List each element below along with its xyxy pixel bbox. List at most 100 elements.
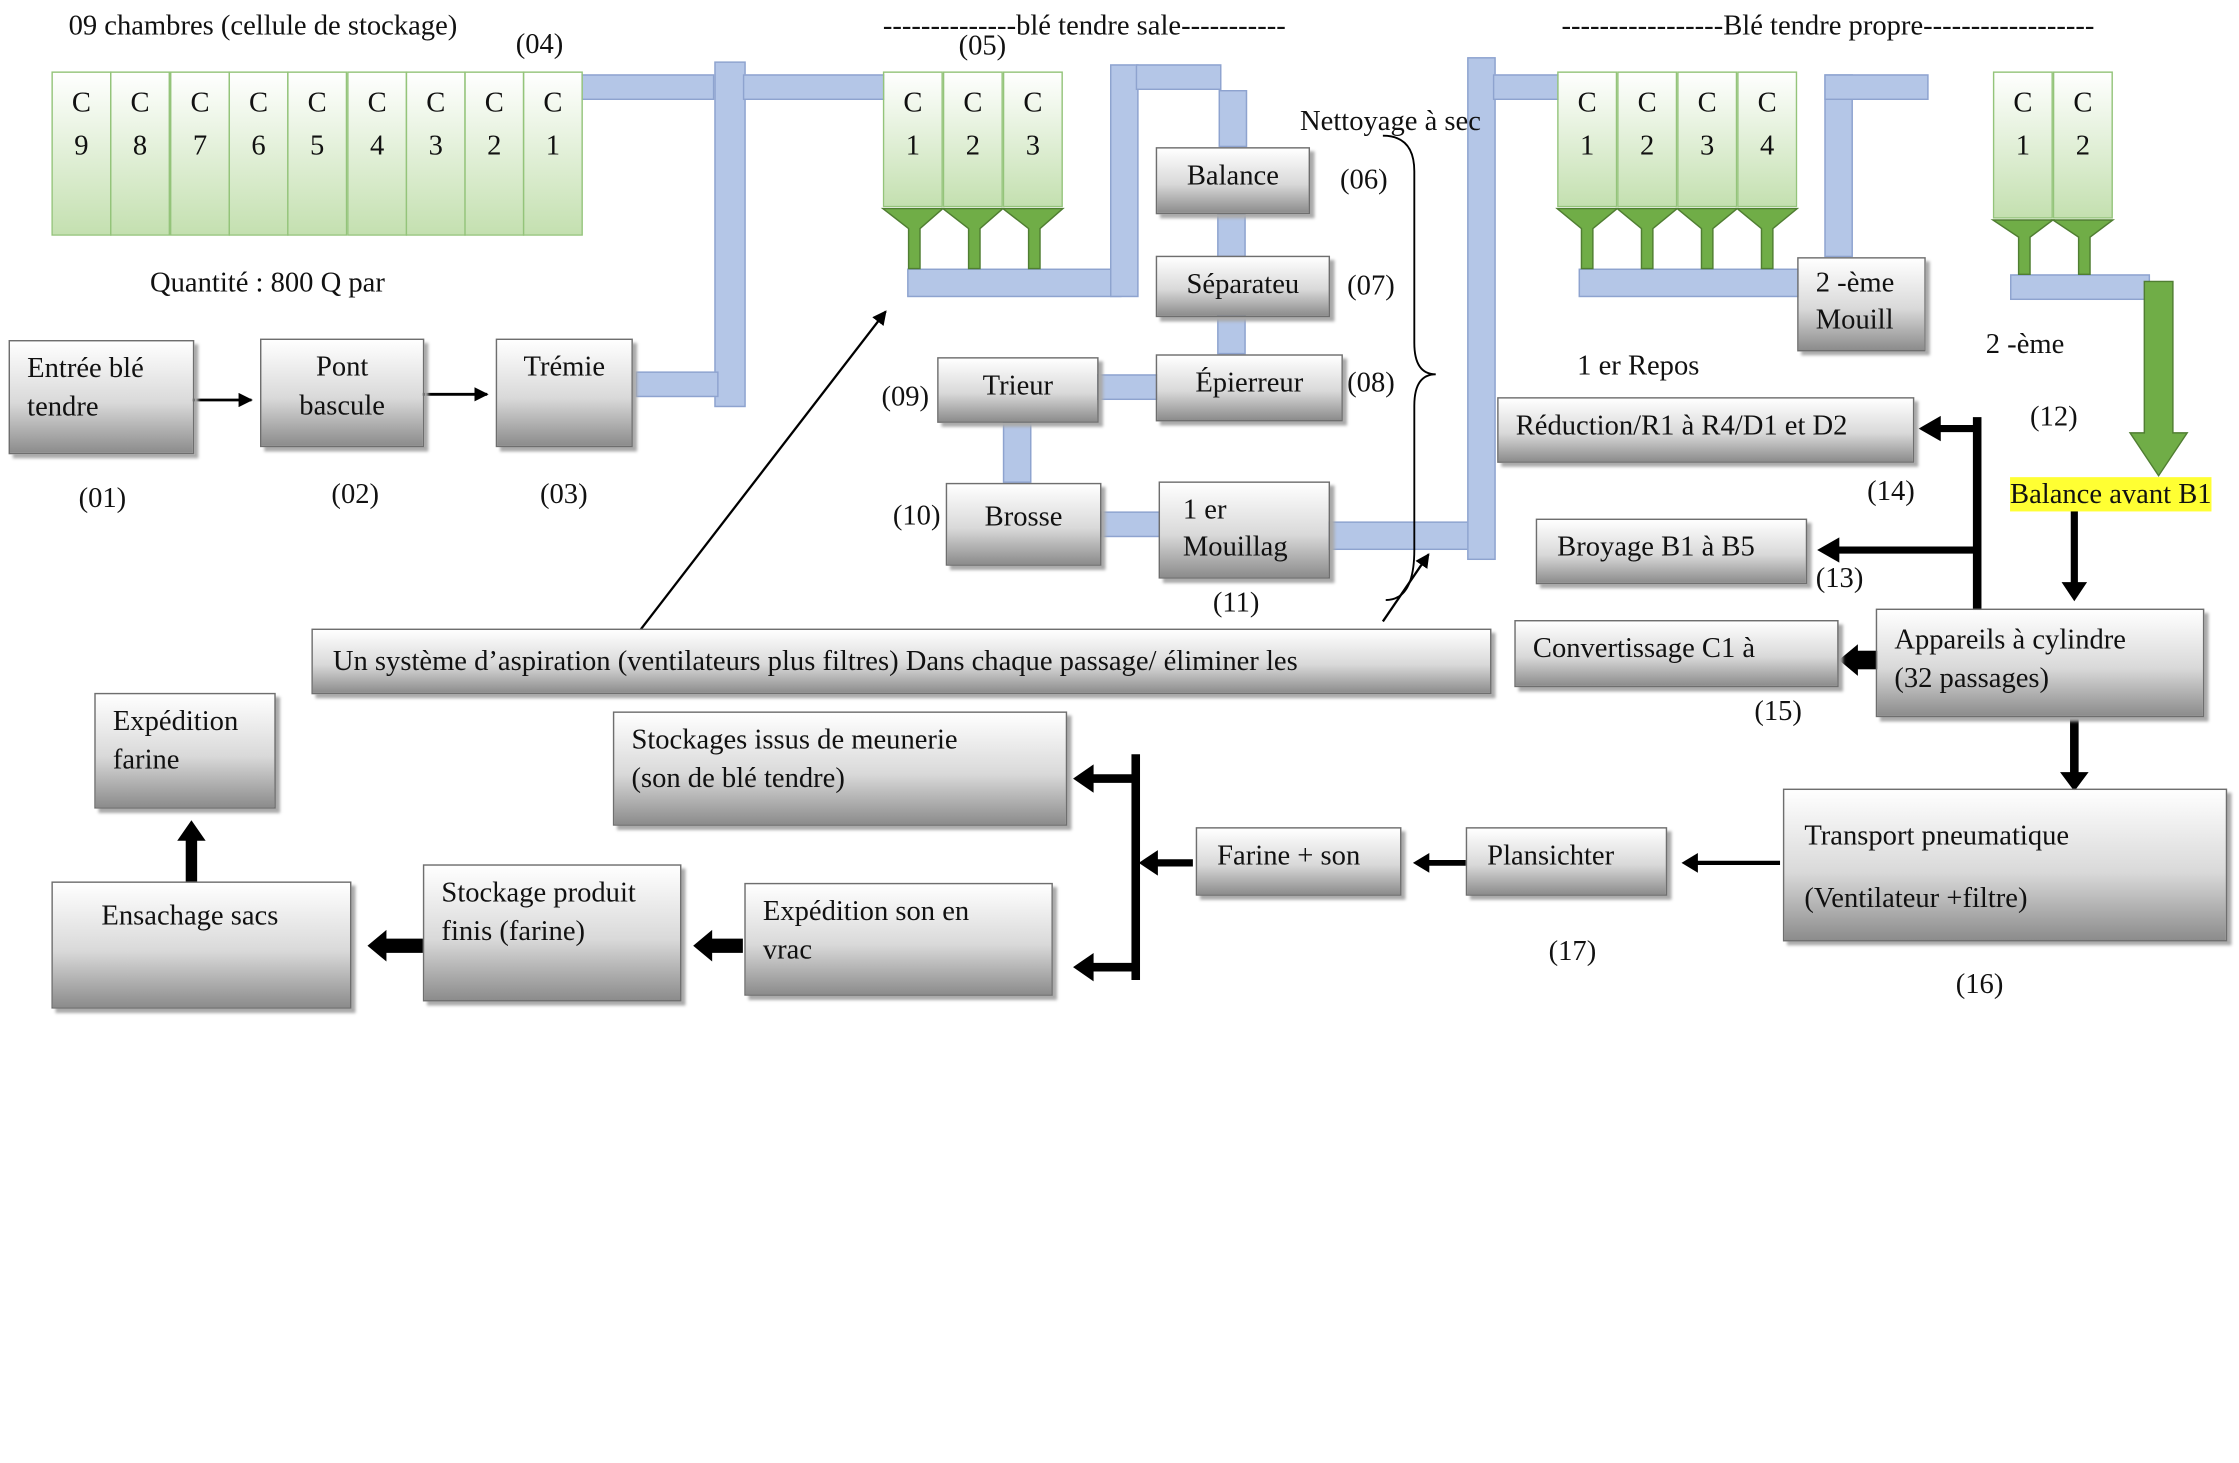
- box-expedition-son[interactable]: Expédition son en vrac: [744, 882, 1053, 996]
- hoppers-second: [1990, 219, 2116, 276]
- label-balance-avant-b1[interactable]: Balance avant B1: [2010, 477, 2212, 512]
- box-mouillage2-line2: Mouill: [1815, 304, 1894, 336]
- silo-number: 1: [545, 130, 561, 162]
- silo-label: C: [2073, 87, 2093, 119]
- box-tremie[interactable]: Trémie: [495, 338, 633, 448]
- silo-number: 3: [1700, 130, 1715, 162]
- box-ensachage-label: Ensachage sacs: [101, 900, 279, 932]
- green-down-arrow: [2128, 280, 2189, 478]
- box-epierreur[interactable]: Épierreur: [1155, 354, 1343, 422]
- silo-label: C: [543, 87, 563, 119]
- box-farine-son[interactable]: Farine + son: [1195, 827, 1402, 896]
- box-stockage-produit[interactable]: Stockage produit finis (farine): [422, 864, 682, 1002]
- quantite-label: Quantité : 800 Q par: [150, 267, 385, 299]
- box-entree-ble[interactable]: Entrée blé tendre: [8, 340, 195, 455]
- step-number-11: (11): [1212, 587, 1260, 619]
- box-reduction-label: Réduction/R1 à R4/D1 et D2: [1515, 410, 1848, 442]
- pipe-balance-sep: [1217, 214, 1246, 258]
- pipe-down-balance: [1218, 90, 1248, 148]
- silo-label: C: [367, 87, 387, 119]
- pipe-top-2: [1135, 64, 1222, 91]
- box-balance[interactable]: Balance: [1155, 147, 1311, 215]
- silo-number: 4: [1760, 130, 1775, 162]
- pipe-storage-out: [578, 74, 715, 101]
- step-number-09: (09): [881, 381, 930, 413]
- pipe-riser-3: [1467, 57, 1496, 561]
- box-separateur-label: Séparateu: [1186, 268, 1300, 301]
- step-number-16: (16): [1955, 968, 2004, 1001]
- box-pont-bascule[interactable]: Pont bascule: [260, 338, 425, 448]
- thick-arrows-right: [1817, 415, 2089, 792]
- pipe-trieur-brosse: [1002, 422, 1032, 483]
- silo-label: C: [963, 87, 983, 119]
- box-epierreur-label: Épierreur: [1195, 367, 1304, 399]
- pipe-clean-top: [1824, 74, 1929, 101]
- box-appareils-cylindre[interactable]: Appareils à cylindre (32 passages): [1875, 608, 2205, 718]
- silo-number: 1: [905, 130, 921, 162]
- title-ble-sale: --------------blé tendre sale-----------: [882, 10, 1286, 42]
- pipe-riser-2: [1110, 64, 1139, 298]
- box-transport-line1: Transport pneumatique: [1804, 820, 2070, 852]
- box-reduction[interactable]: Réduction/R1 à R4/D1 et D2: [1497, 397, 1915, 463]
- box-aspiration[interactable]: Un système d’aspiration (ventilateurs pl…: [311, 628, 1492, 695]
- box-plansichter[interactable]: Plansichter: [1465, 827, 1668, 896]
- box-premier-mouillage[interactable]: 1 er Mouillag: [1158, 481, 1331, 579]
- silo-label: C: [1577, 87, 1597, 119]
- box-stockage-produit-line1: Stockage produit: [441, 877, 636, 909]
- box-convertissage-label: Convertissage C1 à: [1532, 632, 1756, 665]
- silo-label: C: [484, 87, 504, 119]
- thick-arrows-bottom: [177, 754, 1781, 982]
- hoppers-clean: [1555, 207, 1800, 270]
- silo-number: 3: [428, 130, 443, 162]
- box-transport-pneumatique[interactable]: Transport pneumatique (Ventilateur +filt…: [1782, 788, 2228, 942]
- box-plansichter-label: Plansichter: [1487, 840, 1615, 872]
- title-chambres: 09 chambres (cellule de stockage): [68, 10, 458, 42]
- box-expedition-farine[interactable]: Expédition farine: [94, 692, 276, 809]
- box-stockages-issus[interactable]: Stockages issus de meunerie (son de blé …: [612, 711, 1068, 826]
- pipe-riser-1: [714, 61, 746, 408]
- title-ble-propre: -----------------Blé tendre propre------…: [1561, 10, 2095, 42]
- silo-number: 2: [487, 130, 502, 162]
- step-number-01: (01): [78, 482, 127, 515]
- box-trieur[interactable]: Trieur: [937, 357, 1099, 423]
- step-number-17: (17): [1548, 935, 1597, 968]
- box-stockages-issus-line1: Stockages issus de meunerie: [631, 724, 958, 756]
- silo-number: 2: [965, 130, 981, 162]
- silo-number: 2: [2075, 130, 2091, 162]
- step-number-05: (05): [958, 30, 1007, 62]
- pipe-tremie-out: [635, 371, 719, 398]
- box-separateur[interactable]: Séparateu: [1155, 255, 1331, 318]
- hoppers-dirty: [880, 207, 1065, 270]
- deuxieme-label: 2 -ème: [1985, 328, 2065, 361]
- box-broyage[interactable]: Broyage B1 à B5: [1535, 518, 1808, 585]
- silo-label: C: [2013, 87, 2033, 119]
- box-convertissage[interactable]: Convertissage C1 à: [1514, 620, 1839, 688]
- box-deuxieme-mouillage[interactable]: 2 -ème Mouill: [1797, 257, 1926, 352]
- box-farine-son-label: Farine + son: [1217, 840, 1361, 872]
- box-brosse[interactable]: Brosse: [945, 482, 1102, 566]
- box-ensachage[interactable]: Ensachage sacs: [51, 881, 352, 1009]
- box-expedition-farine-line2: farine: [112, 744, 180, 776]
- box-expedition-son-line2: vrac: [762, 934, 813, 966]
- silo-label: C: [1697, 87, 1717, 119]
